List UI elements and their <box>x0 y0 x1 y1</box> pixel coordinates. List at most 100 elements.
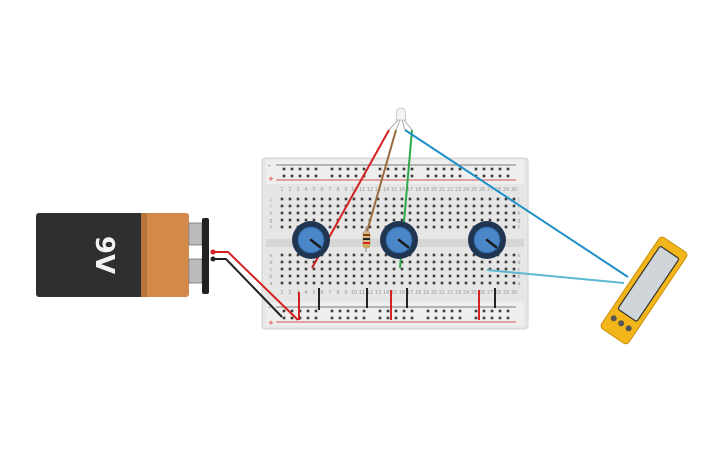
column-number: 22 <box>447 187 453 193</box>
row-letter: c <box>518 267 521 273</box>
column-number: 11 <box>359 187 365 193</box>
column-number: 20 <box>431 290 437 296</box>
column-number: 8 <box>336 187 339 193</box>
wire-red-battery[interactable] <box>213 251 299 321</box>
row-letter: f <box>270 225 272 231</box>
column-number: 27 <box>487 187 493 193</box>
column-number: 7 <box>328 187 331 193</box>
battery-9v[interactable]: 9V <box>36 213 216 297</box>
column-number: 19 <box>423 290 429 296</box>
column-number: 4 <box>304 290 307 296</box>
rail-plus-label-bottom: + <box>268 319 274 327</box>
multimeter[interactable] <box>600 236 689 346</box>
column-number: 30 <box>511 290 517 296</box>
row-letter: a <box>517 281 520 287</box>
row-letter: j <box>517 197 519 203</box>
column-number: 17 <box>407 187 413 193</box>
resistor[interactable] <box>362 226 371 252</box>
column-number: 7 <box>328 290 331 296</box>
rgb-led[interactable] <box>388 107 413 131</box>
rail-plus-label: + <box>268 175 274 183</box>
column-number: 6 <box>320 187 323 193</box>
column-number: 1 <box>280 187 283 193</box>
column-number: 16 <box>399 187 405 193</box>
wire-brown-led[interactable] <box>365 129 397 236</box>
row-letter: b <box>269 274 272 280</box>
row-letter: j <box>269 197 271 203</box>
column-number: 9 <box>344 187 347 193</box>
row-letter: a <box>269 281 272 287</box>
column-number: 10 <box>351 290 357 296</box>
column-number: 5 <box>312 290 315 296</box>
column-number: 29 <box>503 290 509 296</box>
column-number: 23 <box>455 187 461 193</box>
column-number: 1 <box>280 290 283 296</box>
column-number: 29 <box>503 187 509 193</box>
column-number: 10 <box>351 187 357 193</box>
column-number: 25 <box>471 187 477 193</box>
wire-blue-multimeter[interactable] <box>404 129 629 278</box>
rail-minus-label-bottom: - <box>268 304 271 312</box>
column-number: 18 <box>415 290 421 296</box>
row-letter: f <box>518 225 520 231</box>
column-number: 24 <box>463 187 469 193</box>
rail-minus-label: - <box>268 162 271 170</box>
column-number: 19 <box>423 187 429 193</box>
column-number: 11 <box>359 290 365 296</box>
wires[interactable] <box>213 129 629 321</box>
column-number: 25 <box>471 290 477 296</box>
column-number: 16 <box>399 290 405 296</box>
column-number: 12 <box>367 290 373 296</box>
column-number: 15 <box>391 290 397 296</box>
column-number: 5 <box>312 187 315 193</box>
battery-label: 9V <box>89 236 119 274</box>
column-number: 28 <box>495 187 501 193</box>
row-letter: c <box>270 267 273 273</box>
column-number: 12 <box>367 187 373 193</box>
potentiometer-3[interactable] <box>468 221 506 259</box>
column-number: 9 <box>344 290 347 296</box>
column-number: 27 <box>487 290 493 296</box>
column-number: 18 <box>415 187 421 193</box>
row-letter: b <box>517 274 520 280</box>
multimeter-probe-port[interactable] <box>610 314 618 322</box>
potentiometer-2[interactable] <box>380 221 418 259</box>
column-number: 14 <box>383 290 389 296</box>
column-numbers: 1122334455667788991010111112121313141415… <box>269 187 520 296</box>
column-number: 20 <box>431 187 437 193</box>
column-number: 26 <box>479 187 485 193</box>
column-number: 14 <box>383 187 389 193</box>
column-number: 13 <box>375 290 381 296</box>
multimeter-input-port[interactable] <box>624 324 632 332</box>
row-letter: e <box>269 253 272 259</box>
column-number: 28 <box>495 290 501 296</box>
column-number: 24 <box>463 290 469 296</box>
row-letter: h <box>517 211 520 217</box>
potentiometer-1[interactable] <box>292 221 330 259</box>
multimeter-screen <box>617 246 680 322</box>
potentiometers[interactable] <box>292 221 506 259</box>
row-letter: d <box>269 260 272 266</box>
row-letter: e <box>517 253 520 259</box>
column-number: 30 <box>511 187 517 193</box>
column-number: 21 <box>439 290 445 296</box>
row-letter: h <box>269 211 272 217</box>
column-number: 23 <box>455 290 461 296</box>
column-number: 17 <box>407 290 413 296</box>
column-number: 6 <box>320 290 323 296</box>
column-number: 8 <box>336 290 339 296</box>
row-letter: g <box>517 218 520 224</box>
row-letter: i <box>270 204 271 210</box>
wire-lightblue-multimeter[interactable] <box>486 269 625 284</box>
row-letter: d <box>517 260 520 266</box>
column-number: 15 <box>391 187 397 193</box>
column-number: 3 <box>296 187 299 193</box>
multimeter-common-port[interactable] <box>617 319 625 327</box>
column-number: 2 <box>288 290 291 296</box>
wire-black-battery[interactable] <box>213 258 283 318</box>
column-number: 26 <box>479 290 485 296</box>
column-number: 2 <box>288 187 291 193</box>
row-letter: g <box>269 218 272 224</box>
column-number: 4 <box>304 187 307 193</box>
